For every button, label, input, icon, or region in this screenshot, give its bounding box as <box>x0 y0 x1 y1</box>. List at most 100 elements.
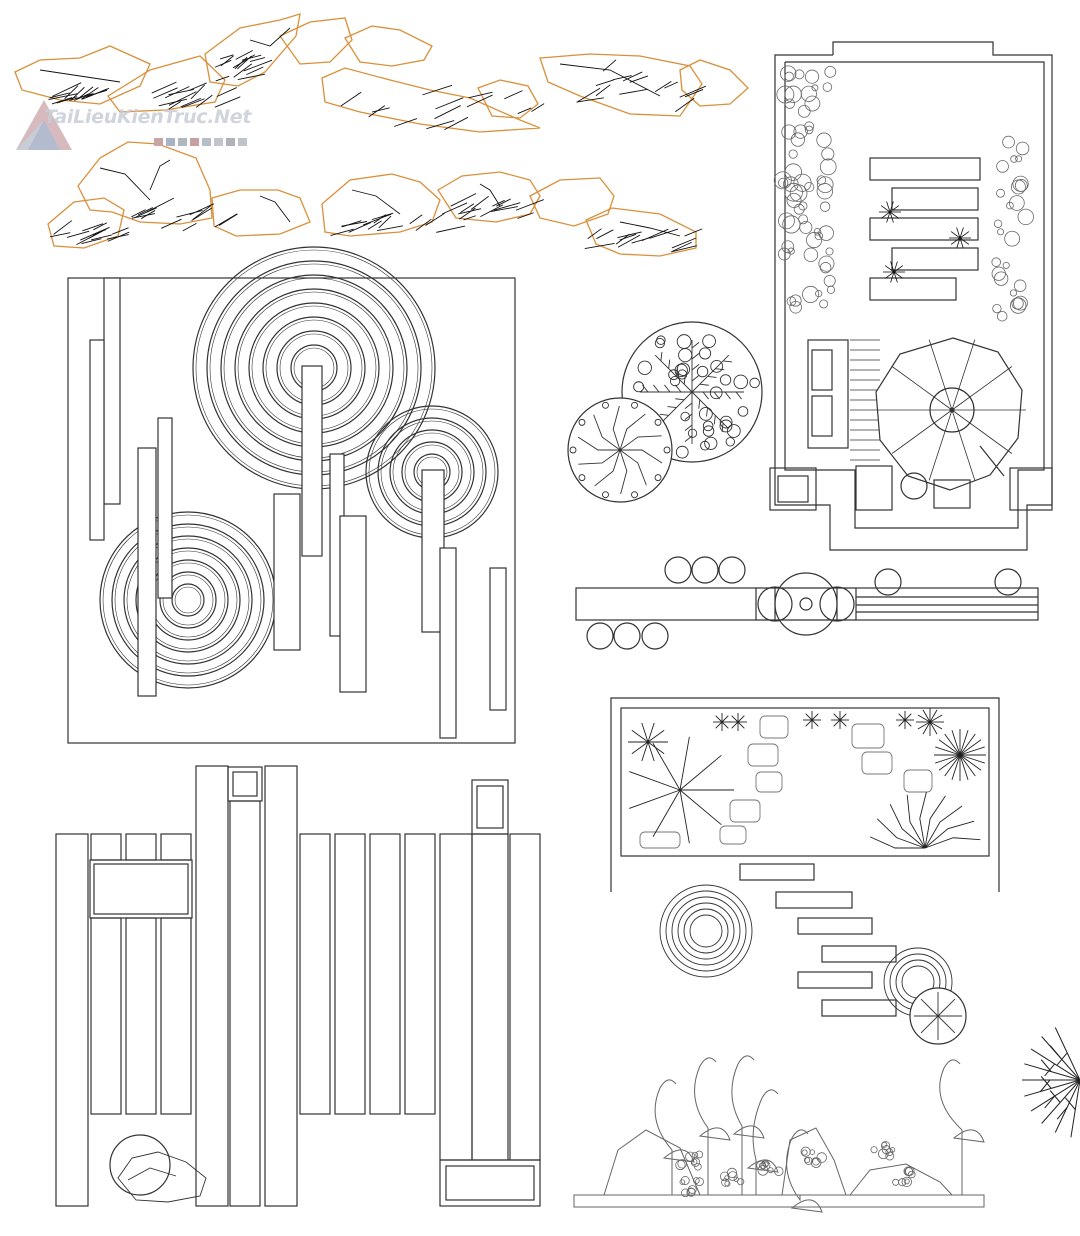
rock-crack <box>559 63 661 97</box>
hatch-stroke <box>233 63 253 78</box>
frond-leaf <box>675 367 678 377</box>
hatch-stroke <box>378 215 392 229</box>
deck-plank <box>334 833 366 1115</box>
spiky-plant <box>959 754 982 771</box>
hatch-stroke <box>158 98 187 107</box>
hatch-stroke <box>619 88 648 95</box>
frond-leaf <box>684 402 693 409</box>
hatch-stroke <box>435 97 464 110</box>
hatch-stroke <box>672 241 692 252</box>
leaf-cluster <box>833 713 841 721</box>
hatch-stroke <box>153 87 178 99</box>
hatch-stroke <box>168 91 197 106</box>
stone-bar <box>301 365 323 557</box>
planter-plan <box>610 697 1000 1045</box>
rock-crack <box>99 167 151 201</box>
spiky-plant <box>922 709 931 723</box>
dark-shrub <box>889 211 894 223</box>
shrub-leaf <box>892 1178 900 1186</box>
frond-leaf <box>642 384 649 393</box>
shrub-leaf <box>724 1175 730 1181</box>
hedge-leaf <box>824 65 837 78</box>
dark-shrub <box>959 237 964 249</box>
twig <box>1064 1097 1076 1110</box>
deck-plank <box>195 765 229 1207</box>
crane-neck <box>939 1059 963 1195</box>
leaf-cluster <box>731 721 739 729</box>
hatch-stroke <box>219 54 234 60</box>
zen-garden-plan <box>67 246 516 744</box>
shrub-leaf <box>681 1188 690 1198</box>
leaf-cluster <box>839 713 847 721</box>
hatch-stroke <box>470 195 489 210</box>
path-slab-right <box>855 587 1039 621</box>
stone-bars <box>89 277 507 739</box>
stepping-slab <box>775 891 853 909</box>
hatch-stroke <box>409 214 423 225</box>
spiky-plant <box>959 754 985 764</box>
hatch-stroke <box>191 207 213 222</box>
hatch-stroke <box>151 81 177 94</box>
hatch-stroke <box>76 230 103 246</box>
stepping-stone <box>664 556 692 584</box>
hedge-leaf <box>818 225 834 241</box>
umbrella-rib <box>951 339 976 411</box>
deck-rock-base <box>109 1134 171 1196</box>
spiky-plant <box>959 739 982 756</box>
umbrella-pole-center <box>949 407 955 413</box>
hatch-stroke <box>587 228 602 239</box>
hedge-leaf <box>803 247 819 263</box>
deck-lamp-right-inner <box>476 785 504 829</box>
rock-row-top <box>14 13 749 133</box>
hatch-stroke <box>584 243 615 250</box>
hatch-stroke <box>671 245 697 253</box>
hedge-leaf <box>786 192 802 208</box>
crane-body <box>662 1149 695 1163</box>
shrub-leaf <box>756 1160 767 1171</box>
leaf-cluster <box>731 715 739 723</box>
palm-frond <box>679 789 690 844</box>
shrub-leaf <box>679 1179 686 1185</box>
palm-frond <box>629 771 681 791</box>
shrub-leaf <box>903 1178 910 1185</box>
foliage-dot <box>709 386 723 400</box>
branch <box>578 449 621 465</box>
hatch-stroke <box>192 205 211 220</box>
hedge-leaf <box>826 285 836 294</box>
rock-row-bottom <box>47 141 697 257</box>
watermark: TaiLieuKienTruc.Net <box>14 98 264 158</box>
hatch-stroke <box>188 82 207 91</box>
fern <box>641 722 649 743</box>
hatch-stroke <box>493 202 521 211</box>
shrub-leaf <box>677 1159 687 1169</box>
tree-branch <box>937 1015 956 1034</box>
hatch-stroke <box>249 57 266 62</box>
hedge-leaf <box>992 303 1002 314</box>
palm-frond <box>679 789 722 826</box>
stone-bar <box>273 493 301 651</box>
hedge-leaf <box>802 285 820 303</box>
dark-shrub <box>956 237 961 249</box>
shrub-leaf <box>695 1150 704 1159</box>
branch <box>619 413 646 451</box>
leaf-tip <box>631 491 638 499</box>
hatch-stroke <box>612 75 632 81</box>
crane-neck <box>694 1057 717 1195</box>
hedge-leaf <box>1012 175 1029 192</box>
disc-ring <box>689 914 723 948</box>
hedge-leaf <box>787 247 795 255</box>
shrub-leaf <box>686 1187 696 1197</box>
shrub-leaf <box>774 1166 784 1176</box>
hedge-leaf <box>816 132 832 148</box>
foliage-dot <box>654 338 666 349</box>
leaf-cluster <box>811 719 819 727</box>
frond <box>691 391 730 430</box>
hatch-stroke <box>426 120 455 130</box>
shrub-leaf <box>759 1162 766 1170</box>
fern <box>631 741 649 755</box>
courtyard-pier-right <box>1009 467 1053 511</box>
hatch-stroke <box>664 81 679 89</box>
twig <box>1056 1106 1068 1120</box>
stepping-slab <box>797 917 873 935</box>
